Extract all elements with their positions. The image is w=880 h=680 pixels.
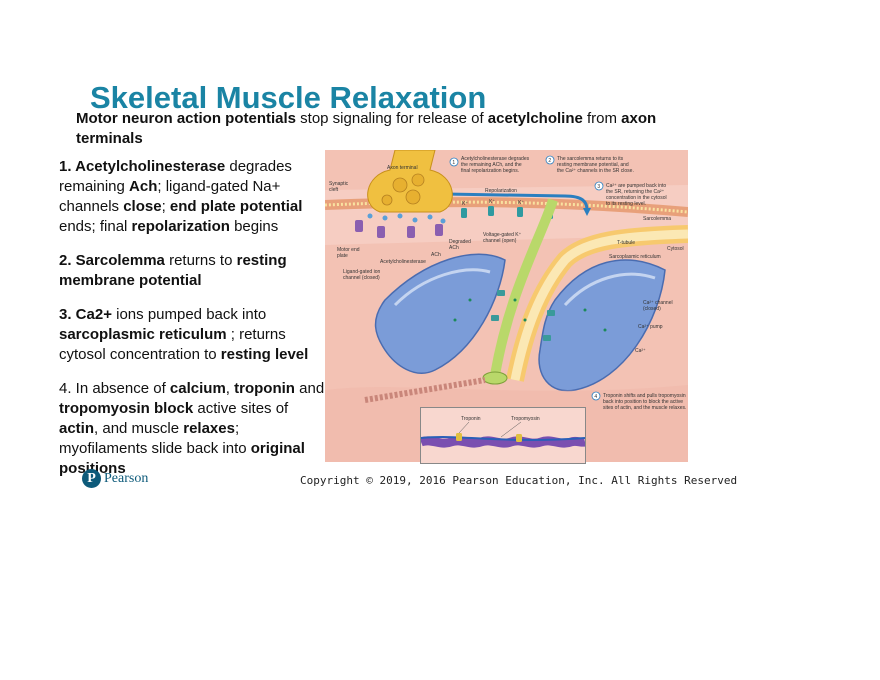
step-list: 1. Acetylcholinesterase degrades remaini… <box>59 157 329 493</box>
callout-2-line-1: The sarcolemma returns to its <box>557 156 624 162</box>
label-synaptic-cleft-1: Synaptic <box>329 181 349 187</box>
repolarization-arrow <box>444 192 589 211</box>
label-cytosol: Cytosol <box>667 246 684 252</box>
tropomyosin-strand <box>421 436 585 441</box>
step-3: 3. Ca2+ ions pumped back into sarcoplasm… <box>59 306 309 363</box>
label-ca-pump: Ca²⁺ pump <box>638 324 663 330</box>
label-degraded-ach-2: ACh <box>449 245 459 251</box>
callout-4-line-3: sites of actin, and the muscle relaxes. <box>603 405 686 411</box>
step-2: 2. Sarcolemma returns to resting membran… <box>59 252 287 289</box>
relaxation-diagram: Repolarization Axon terminal Synaptic cl… <box>325 150 688 462</box>
label-motor-end-plate-1: Motor end <box>337 247 360 253</box>
pearson-logo-text: Pearson <box>104 470 149 486</box>
callout-2: 2 The sarcolemma returns to its resting … <box>545 155 634 174</box>
callout-4: 4 Troponin shifts and pulls tropomyosin … <box>591 391 686 411</box>
troponin-complex <box>456 433 462 441</box>
label-motor-end-plate-2: plate <box>337 253 348 259</box>
label-degraded-ach-1: Degraded <box>449 239 471 245</box>
label-ca-channel-2: (closed) <box>643 306 661 312</box>
label-k-ion-3: K⁺ <box>518 200 524 206</box>
ca-ions <box>453 298 607 332</box>
label-acetylcholinesterase: Acetylcholinesterase <box>380 259 426 265</box>
label-ligand-gated-1: Ligand-gated ion <box>343 269 380 275</box>
callout-3-number: 3 <box>597 184 600 190</box>
callout-2-line-3: the Ca²⁺ channels in the SR close. <box>557 168 634 174</box>
step-1: 1. Acetylcholinesterase degrades remaini… <box>59 158 303 235</box>
callout-3-line-1: Ca²⁺ are pumped back into <box>606 183 666 189</box>
label-ach: ACh <box>431 252 441 258</box>
callout-1: 1 Acetylcholinesterase degrades the rema… <box>449 156 530 174</box>
inset-svg: Troponin Tropomyosin <box>421 408 585 463</box>
callout-1-line-1: Acetylcholinesterase degrades <box>461 156 530 162</box>
label-troponin: Troponin <box>461 416 481 422</box>
actin-filament <box>421 436 585 448</box>
callout-3: 3 Ca²⁺ are pumped back into the SR, retu… <box>594 181 667 207</box>
ca-pumps <box>491 290 555 341</box>
label-repolarization: Repolarization <box>485 188 517 194</box>
callout-1-number: 1 <box>452 160 455 166</box>
label-ligand-gated-2: channel (closed) <box>343 275 380 281</box>
label-k-ion-2: K⁺ <box>489 199 495 205</box>
pearson-logo-icon: P <box>82 469 101 488</box>
label-sarcolemma: Sarcolemma <box>643 216 671 222</box>
callout-3-line-3: concentration in the cytosol <box>606 195 667 201</box>
label-voltage-gated-2: channel (open) <box>483 238 517 244</box>
callout-1-line-3: final repolarization begins. <box>461 168 519 174</box>
thin-filament-inset: Troponin Tropomyosin <box>420 407 586 464</box>
callout-2-number: 2 <box>548 158 551 164</box>
slide-subtitle: Motor neuron action potentials stop sign… <box>76 110 657 147</box>
pearson-logo: P Pearson <box>82 469 148 488</box>
axon-terminal <box>367 150 453 213</box>
callout-1-line-2: the remaining ACh, and the <box>461 162 522 168</box>
label-ca-channel-1: Ca²⁺ channel <box>643 300 673 306</box>
label-synaptic-cleft-2: cleft <box>329 187 339 193</box>
label-sarcoplasmic-reticulum: Sarcoplasmic reticulum <box>609 254 661 260</box>
diagram-svg: Repolarization Axon terminal Synaptic cl… <box>325 150 688 462</box>
label-t-tubule: T-tubule <box>617 240 635 246</box>
copyright-notice: Copyright © 2019, 2016 Pearson Education… <box>300 474 738 487</box>
label-tropomyosin: Tropomyosin <box>511 416 540 422</box>
label-ca-ion: Ca²⁺ <box>635 348 646 354</box>
callout-2-line-2: resting membrane potential, and <box>557 162 629 168</box>
label-voltage-gated-1: Voltage-gated K⁺ <box>483 232 522 238</box>
slide-title: Skeletal Muscle Relaxation <box>90 80 487 115</box>
ach-molecules <box>355 213 446 238</box>
sarcoplasmic-reticulum <box>374 253 666 392</box>
step-4: 4. In absence of calcium, troponin and t… <box>59 380 325 477</box>
callout-4-line-1: Troponin shifts and pulls tropomyosin <box>603 393 686 399</box>
callout-3-line-2: the SR, returning the Ca²⁺ <box>606 189 665 195</box>
callout-4-line-2: back into position to block the active <box>603 399 683 405</box>
callout-4-number: 4 <box>594 394 597 400</box>
callout-3-line-4: to its resting level. <box>606 201 646 207</box>
label-k-ion-1: K⁺ <box>462 201 468 207</box>
label-axon-terminal: Axon terminal <box>387 165 418 171</box>
